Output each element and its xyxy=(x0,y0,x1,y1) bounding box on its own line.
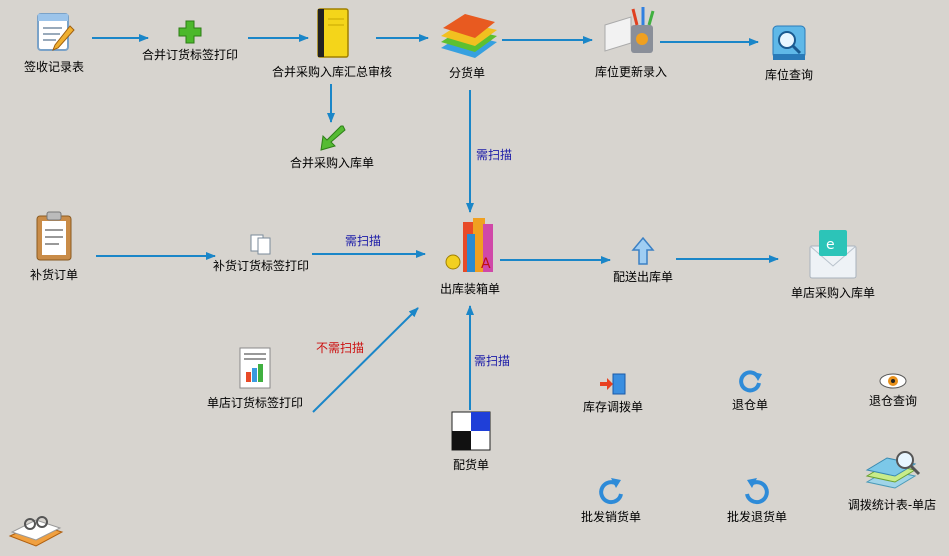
delivery-outbound-label: 配送出库单 xyxy=(612,270,673,284)
refresh-icon xyxy=(739,370,762,393)
store-label-print-label: 单店订货标签打印 xyxy=(206,396,303,410)
wholesale-sales-label: 批发销货单 xyxy=(580,510,641,524)
rotate-left-icon xyxy=(599,478,623,505)
location-update-label: 库位更新录入 xyxy=(594,65,667,79)
scan-label-replenish: 需扫描 xyxy=(345,234,382,248)
stacked-books-icon xyxy=(441,14,497,58)
merge-purchase-review-label: 合并采购入库汇总审核 xyxy=(271,65,392,79)
replenish-label-print-node[interactable]: 补货订货标签打印 xyxy=(206,233,316,274)
door-enter-icon xyxy=(600,373,626,395)
colorful-books-icon: A xyxy=(445,218,493,272)
wholesale-sales-node[interactable]: 批发销货单 xyxy=(574,476,648,525)
merge-order-label-print-node[interactable]: 合并订货标签打印 xyxy=(138,20,242,63)
clipboard-icon xyxy=(36,211,72,261)
outbound-packing-label: 出库装箱单 xyxy=(439,282,500,296)
transfer-stats-node[interactable]: 调拨统计表-单店 xyxy=(840,448,944,513)
distribution-label: 分货单 xyxy=(448,66,485,80)
merge-purchase-review-node[interactable]: 合并采购入库汇总审核 xyxy=(270,5,394,80)
transfer-stats-label: 调拨统计表-单店 xyxy=(847,498,937,512)
merge-order-label-print-label: 合并订货标签打印 xyxy=(141,48,238,62)
store-purchase-inbound-node[interactable]: e 单店采购入库单 xyxy=(782,226,884,301)
location-query-label: 库位查询 xyxy=(764,68,813,82)
wholesale-return-node[interactable]: 批发退货单 xyxy=(720,476,794,525)
up-arrow-icon xyxy=(631,236,655,265)
scan-label-allocation: 需扫描 xyxy=(474,354,511,368)
stock-transfer-label: 库存调拨单 xyxy=(582,400,643,414)
replenish-order-node[interactable]: 补货订单 xyxy=(22,208,86,283)
merge-purchase-inbound-node[interactable]: 合并采购入库单 xyxy=(276,124,388,171)
store-purchase-inbound-label: 单店采购入库单 xyxy=(790,286,875,300)
checkered-box-icon xyxy=(451,411,491,451)
copy-documents-icon xyxy=(250,234,271,255)
distribution-node[interactable]: 分货单 xyxy=(432,10,502,81)
undo-icon xyxy=(745,478,769,505)
clipboard-pencil-icon xyxy=(37,13,75,51)
search-window-icon xyxy=(772,25,806,60)
eye-icon xyxy=(879,373,907,389)
return-warehouse-node[interactable]: 退仓单 xyxy=(722,368,778,413)
return-query-label: 退仓查询 xyxy=(868,394,917,408)
delivery-outbound-node[interactable]: 配送出库单 xyxy=(606,236,680,285)
svg-text:e: e xyxy=(826,237,835,253)
outbound-packing-node[interactable]: A 出库装箱单 xyxy=(428,214,512,297)
store-label-print-node[interactable]: 单店订货标签打印 xyxy=(200,344,310,411)
svg-text:A: A xyxy=(481,256,491,272)
report-chart-icon xyxy=(239,347,271,389)
allocation-label: 配货单 xyxy=(452,458,489,472)
pencil-cup-icon xyxy=(604,7,655,53)
return-warehouse-label: 退仓单 xyxy=(731,398,768,412)
no-scan-label-store: 不需扫描 xyxy=(316,341,365,355)
stock-transfer-node[interactable]: 库存调拨单 xyxy=(576,372,650,415)
green-arrow-icon xyxy=(320,125,346,151)
sign-record-node[interactable]: 签收记录表 xyxy=(14,8,94,75)
merge-purchase-inbound-label: 合并采购入库单 xyxy=(289,156,374,170)
location-query-node[interactable]: 库位查询 xyxy=(756,22,822,83)
sign-record-label: 签收记录表 xyxy=(23,60,84,74)
return-query-node[interactable]: 退仓查询 xyxy=(860,372,926,409)
wholesale-return-label: 批发退货单 xyxy=(726,510,787,524)
allocation-node[interactable]: 配货单 xyxy=(444,408,498,473)
plus-icon xyxy=(178,20,202,44)
email-envelope-icon: e xyxy=(809,230,857,279)
scan-label-distribution: 需扫描 xyxy=(476,148,513,162)
books-magnifier-icon xyxy=(865,451,921,489)
open-book-glasses-icon xyxy=(8,516,64,547)
replenish-label-print-label: 补货订货标签打印 xyxy=(212,259,309,273)
replenish-order-label: 补货订单 xyxy=(29,268,78,282)
arrow-store-label-to-outbound xyxy=(312,307,419,413)
yellow-notebook-icon xyxy=(317,8,349,58)
location-update-node[interactable]: 库位更新录入 xyxy=(588,5,674,80)
